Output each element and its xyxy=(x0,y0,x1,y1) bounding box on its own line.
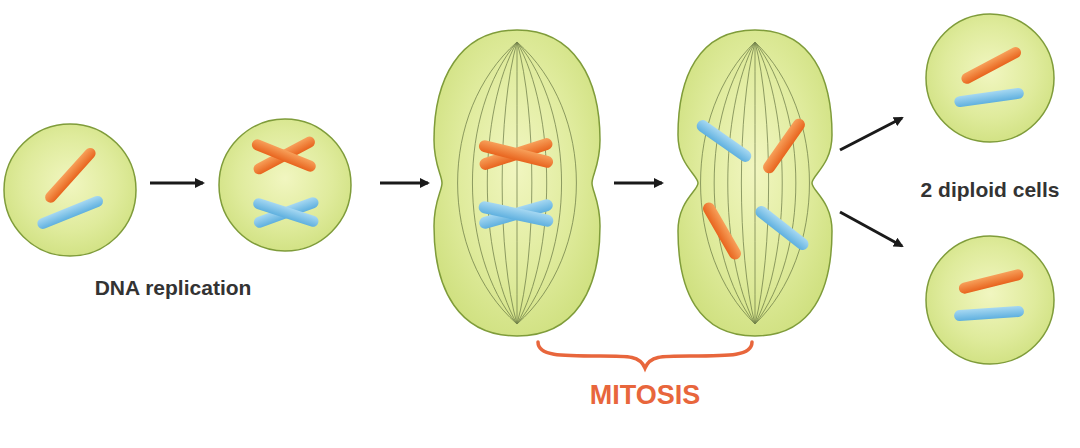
spindle-fibre xyxy=(517,42,576,324)
daughter-cell xyxy=(926,14,1054,142)
replicated-cell xyxy=(219,119,351,251)
arrow xyxy=(150,182,203,185)
mitosis-bracket xyxy=(538,342,752,368)
spindle-fibre xyxy=(755,42,769,324)
phase-label: MITOSIS xyxy=(590,380,701,411)
spindle-fibre xyxy=(517,42,532,324)
step-label: DNA replication xyxy=(95,276,252,300)
spindle-fibre xyxy=(517,42,518,324)
metaphase-cell xyxy=(434,30,600,336)
spindle-fibre xyxy=(517,42,562,324)
spindle-fibre xyxy=(755,42,809,324)
arrow xyxy=(380,182,428,185)
spindle-fibre xyxy=(472,42,517,324)
result-label: 2 diploid cells xyxy=(921,178,1060,202)
spindle-fibre xyxy=(487,42,517,324)
spindle-fibre xyxy=(714,42,755,324)
spindle-fibre xyxy=(741,42,755,324)
spindle-fibre xyxy=(728,42,755,324)
spindle-fibre xyxy=(458,42,517,324)
spindle-fibre xyxy=(755,42,756,324)
arrow xyxy=(840,118,902,150)
spindle-fibre xyxy=(755,42,796,324)
arrow xyxy=(614,182,662,185)
anaphase-cell xyxy=(678,30,832,336)
spindle-fibre xyxy=(701,42,755,324)
arrow xyxy=(840,212,902,246)
daughter-cell xyxy=(926,236,1054,364)
spindle-fibre xyxy=(502,42,517,324)
parent-cell xyxy=(4,124,136,256)
